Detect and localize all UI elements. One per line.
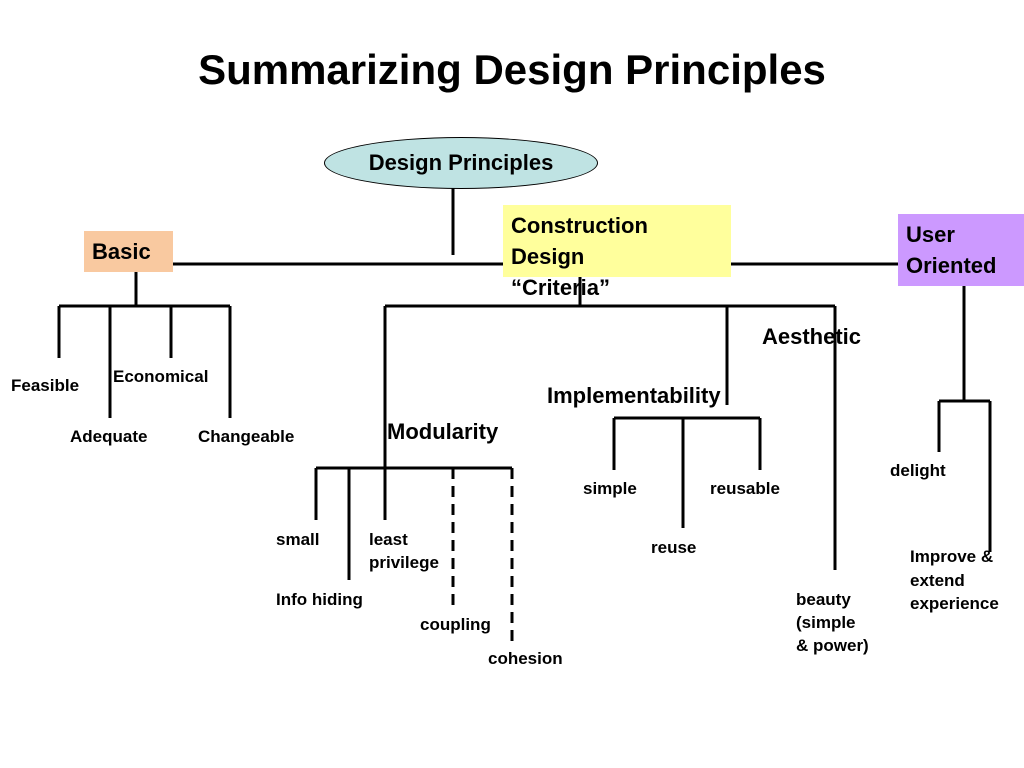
leaf-economical: Economical (113, 367, 209, 386)
leaf-beauty-line-2: (simple (796, 613, 856, 632)
leaf-reuse: reuse (651, 538, 697, 557)
category-modularity: Modularity (387, 419, 499, 444)
category-aesthetic: Aesthetic (762, 324, 862, 349)
leaf-feasible: Feasible (11, 376, 80, 395)
leaf-beauty-line-3: & power) (796, 636, 869, 655)
root-node-design-principles: Design Principles (324, 137, 598, 189)
leaf-changeable: Changeable (198, 427, 295, 446)
leaf-info-hiding: Info hiding (276, 590, 363, 609)
leaf-reusable: reusable (710, 479, 780, 498)
leaf-least: least (369, 530, 408, 549)
root-node-label: Design Principles (368, 150, 554, 175)
leaf-improve-line-3: experience (910, 594, 999, 613)
leaf-cohesion: cohesion (488, 649, 563, 668)
leaf-coupling: coupling (420, 615, 491, 634)
user-label-line-2: Oriented (906, 252, 997, 278)
leaf-beauty-line-1: beauty (796, 590, 851, 609)
user-label-line-1: User (906, 222, 955, 247)
branch-basic-label: Basic (92, 239, 151, 264)
leaf-privilege: privilege (369, 553, 439, 572)
leaf-simple: simple (583, 479, 637, 498)
construction-label-line-3: “Criteria” (511, 274, 611, 300)
leaf-improve-line-2: extend (910, 571, 965, 590)
branch-basic: Basic (84, 231, 173, 272)
leaf-delight: delight (890, 461, 946, 480)
branch-user-oriented: User Oriented (898, 214, 1024, 286)
construction-label-line-2: Design (511, 243, 585, 269)
branch-construction: Construction Design “Criteria” (503, 205, 731, 300)
page-title: Summarizing Design Principles (198, 46, 826, 93)
category-implementability: Implementability (547, 383, 721, 408)
leaf-adequate: Adequate (70, 427, 148, 446)
construction-label-line-1: Construction (511, 213, 648, 238)
leaf-small: small (276, 530, 320, 549)
leaf-improve-line-1: Improve & (910, 547, 994, 566)
